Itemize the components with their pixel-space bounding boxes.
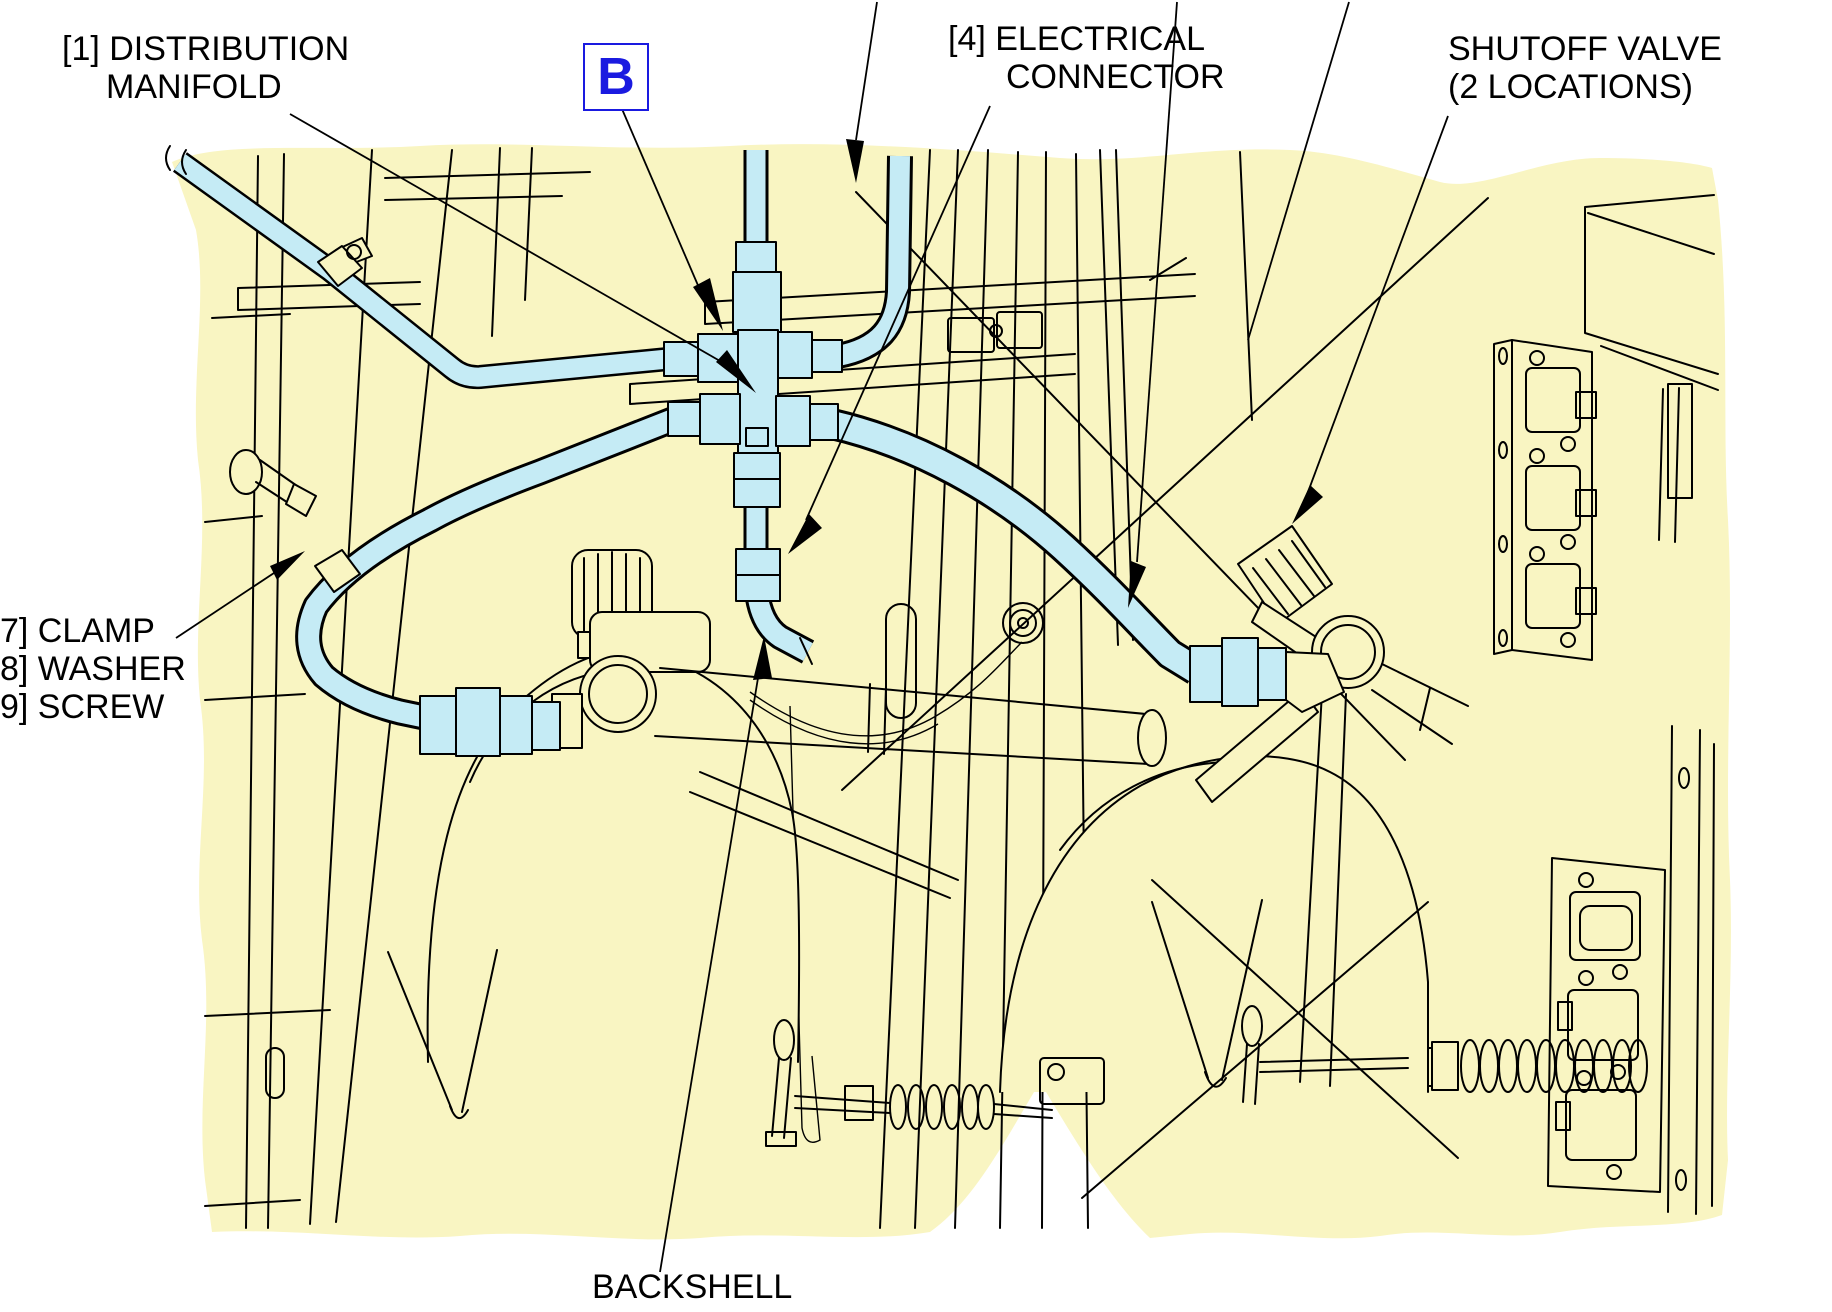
slot-bracket	[885, 603, 917, 719]
detail-b-letter: B	[597, 48, 635, 106]
left-tube-union-fittings	[419, 687, 561, 757]
leader-arrow	[753, 636, 772, 680]
leader-arrow	[270, 551, 305, 580]
callout-shutoff-valve: SHUTOFF VALVE (2 LOCATIONS)	[1448, 30, 1722, 106]
callout-line: SHUTOFF VALVE	[1448, 30, 1722, 68]
clamp-washer-screw-hardware	[229, 449, 361, 593]
grommet	[1002, 602, 1044, 644]
left-shutoff-valve	[551, 549, 1167, 899]
callout-electrical-connector: [4] ELECTRICAL CONNECTOR	[948, 20, 1225, 96]
leader-arrow	[716, 350, 756, 393]
callout-line: 7] CLAMP	[0, 612, 155, 650]
clamp-blocks	[947, 311, 1043, 353]
leader-line	[1307, 115, 1449, 493]
leader-arrow	[1128, 561, 1146, 608]
leader-line	[621, 108, 701, 291]
callout-line: (2 LOCATIONS)	[1448, 68, 1693, 106]
cylinder-straps	[265, 879, 1459, 1199]
highlighted-tubing	[165, 146, 1345, 757]
leader-arrow	[788, 514, 822, 554]
leader-line	[659, 677, 759, 1273]
equipment-shelf	[1584, 194, 1719, 543]
leader-line	[1136, 1, 1178, 563]
right-tube-union-fittings	[1189, 637, 1345, 713]
right-oxygen-cylinder	[999, 755, 1429, 1093]
leader-arrow	[693, 278, 723, 331]
upper-connector-panel	[1493, 339, 1693, 661]
callout-distribution-manifold: [1] DISTRIBUTION MANIFOLD	[62, 30, 349, 106]
callout-leaders	[175, 1, 1449, 1273]
callout-line: [1] DISTRIBUTION	[62, 30, 350, 68]
leader-line	[855, 1, 878, 141]
distribution-manifold	[663, 241, 843, 665]
callout-backshell: BACKSHELL	[592, 1268, 792, 1306]
callout-line: [4] ELECTRICAL	[948, 20, 1205, 58]
leader-arrow	[1292, 485, 1323, 524]
leader-line	[805, 105, 991, 521]
lower-connector-panel	[1547, 725, 1715, 1215]
callout-line: 9] SCREW	[0, 688, 165, 726]
callout-line: 8] WASHER	[0, 650, 186, 688]
callout-clamp-washer-screw: 7] CLAMP 8] WASHER 9] SCREW	[0, 612, 186, 726]
left-turnbuckle	[765, 1019, 1053, 1147]
callout-line: MANIFOLD	[106, 68, 282, 106]
callout-line: BACKSHELL	[592, 1268, 793, 1306]
right-turnbuckle	[1241, 1005, 1409, 1105]
leader-arrow	[846, 139, 864, 183]
leader-line	[175, 572, 275, 639]
detail-b-flag: B	[583, 43, 649, 111]
leader-line	[1247, 1, 1350, 341]
tube-clamp-upper	[317, 237, 373, 287]
callout-line: CONNECTOR	[1006, 58, 1225, 96]
leader-line	[289, 113, 721, 362]
